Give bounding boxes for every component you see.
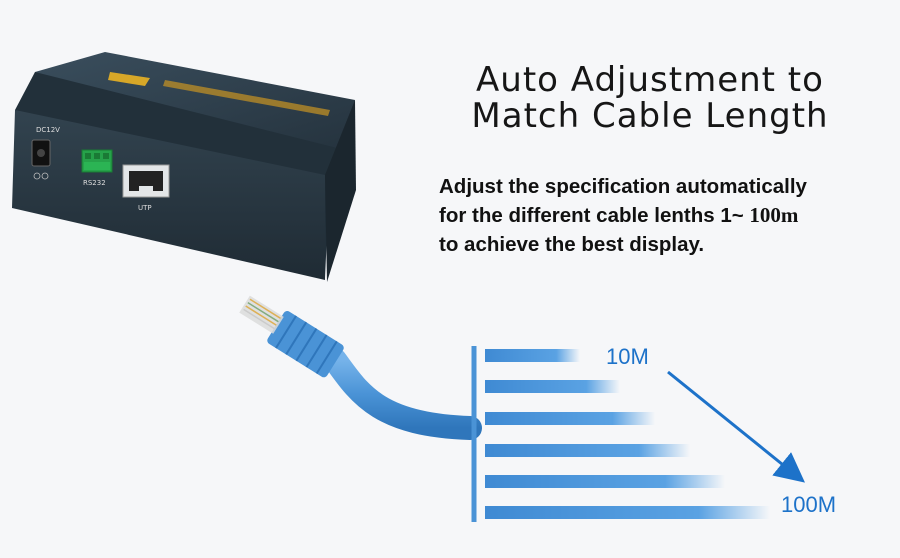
power-label: DC12V bbox=[36, 126, 60, 134]
power-jack: DC12V bbox=[31, 126, 60, 180]
bar-5 bbox=[485, 475, 725, 488]
port-label: UTP bbox=[138, 204, 152, 212]
bar-1 bbox=[485, 349, 580, 362]
bar-3 bbox=[485, 412, 655, 425]
label-10m: 10M bbox=[606, 344, 649, 369]
description: Adjust the specification automatically f… bbox=[439, 172, 899, 259]
rj45-port: UTP bbox=[122, 164, 170, 212]
bar-4 bbox=[485, 444, 690, 457]
label-100m: 100M bbox=[781, 492, 837, 517]
description-line-2-text: for the different cable lenths 1~ bbox=[439, 204, 750, 227]
title-line-2: Match Cable Length bbox=[471, 96, 829, 136]
description-range: 100m bbox=[749, 203, 799, 227]
cable-length-diagram bbox=[471, 346, 806, 522]
bar-6 bbox=[485, 506, 770, 519]
label-sticker bbox=[108, 72, 150, 86]
terminal-block: RS232 bbox=[81, 149, 113, 187]
arrow-icon bbox=[667, 370, 806, 483]
page-title: Auto Adjustment to Match Cable Length bbox=[430, 62, 870, 134]
description-line-1: Adjust the specification automatically bbox=[439, 175, 807, 198]
serial-label: RS232 bbox=[83, 179, 106, 187]
description-line-2: for the different cable lenths 1~ 100m bbox=[439, 201, 899, 230]
description-line-3: to achieve the best display. bbox=[439, 233, 705, 256]
title-line-1: Auto Adjustment to bbox=[476, 60, 824, 100]
device-box bbox=[12, 52, 356, 282]
bar-2 bbox=[485, 380, 620, 393]
network-cable bbox=[239, 295, 482, 440]
